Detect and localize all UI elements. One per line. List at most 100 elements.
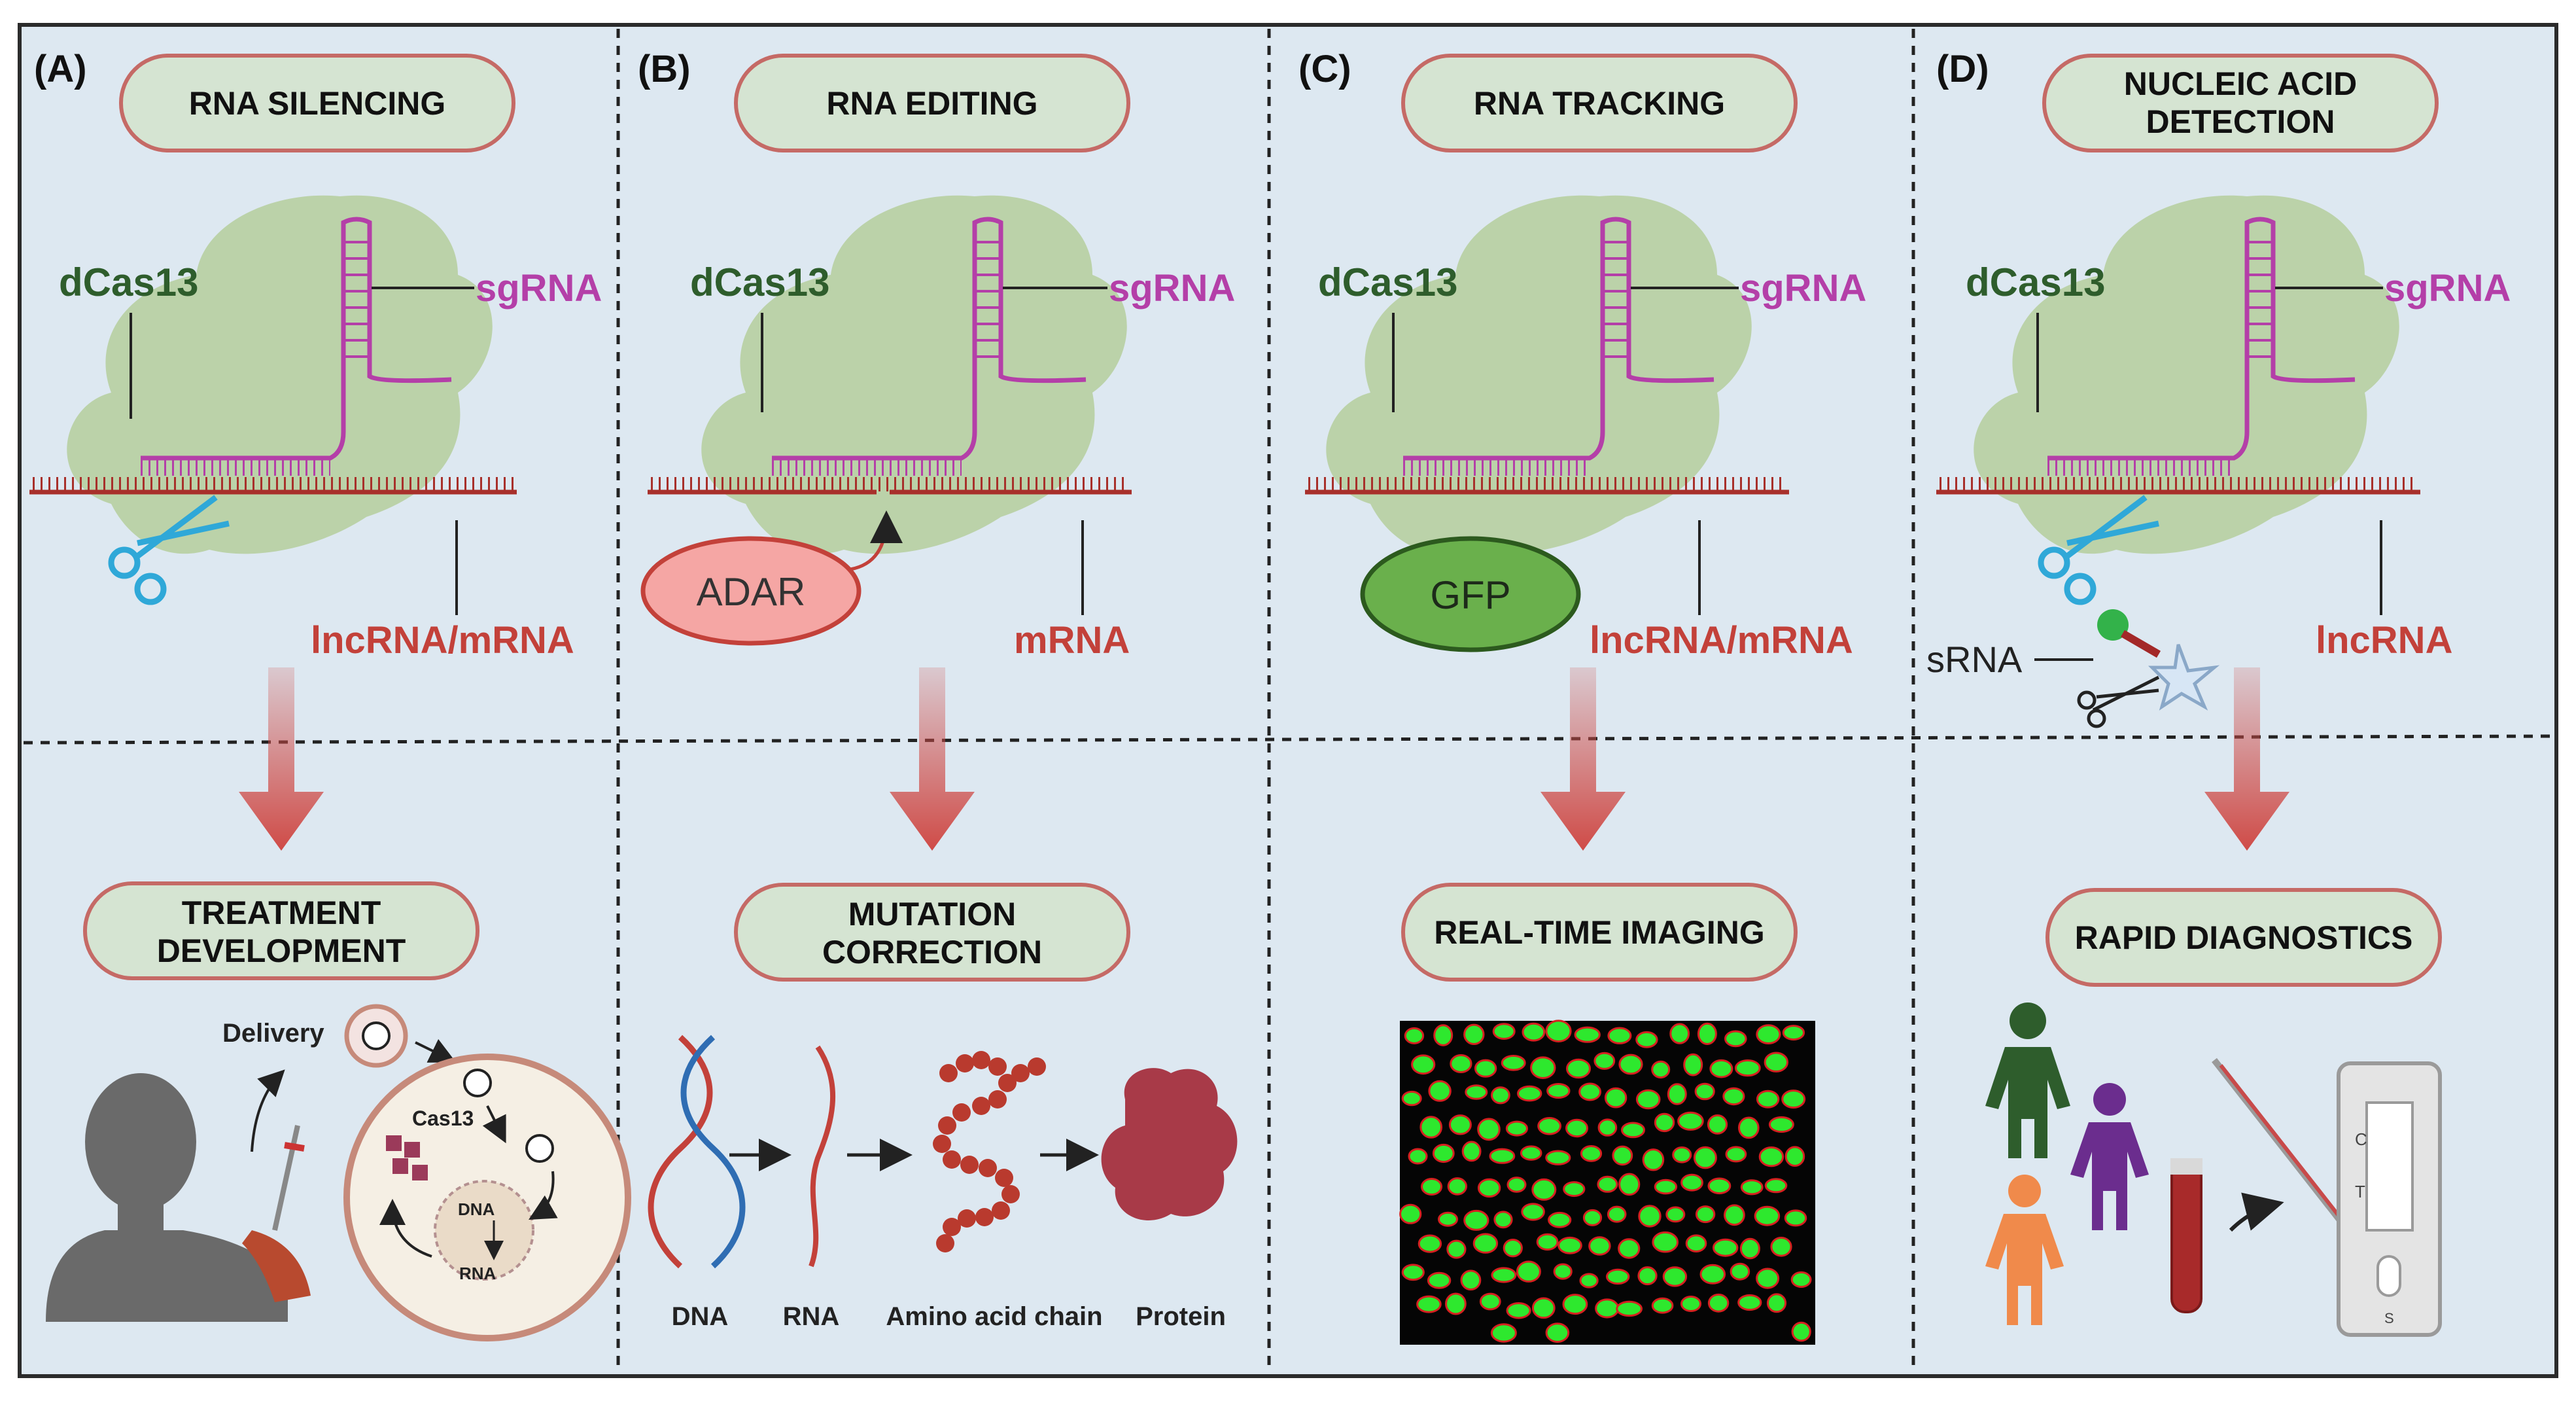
cell-nucleus [1739,1237,1760,1260]
panel-a-big-arrow [239,667,324,851]
panel-d-title-2: DETECTION [2146,103,2335,140]
cell-nucleus [1427,1271,1452,1289]
panel-a-title: RNA SILENCING [189,85,446,122]
cell-nucleus [1477,1118,1501,1141]
panel-a-cell-cas-label: Cas13 [412,1107,474,1130]
cell-nucleus [1493,1211,1513,1229]
cell-nucleus [1579,1273,1599,1288]
panel-c-guide-label: sgRNA [1740,267,1866,310]
cell-nucleus [1545,1322,1570,1343]
cell-nucleus [1545,1020,1572,1042]
panel-c-letter: (C) [1298,48,1351,90]
panel-b-flow-amino: Amino acid chain [886,1302,1102,1331]
panel-d-strip-label-t: T [2355,1182,2365,1201]
cell-nucleus [1463,1209,1489,1231]
panel-c-reporter-label: GFP [1430,573,1510,617]
cell-nucleus [1756,1268,1780,1289]
panel-b-bottom-title-1: MUTATION [848,896,1016,932]
cell-nucleus [1531,1297,1556,1319]
panel-b-dcas13-blob [701,195,1127,554]
panel-c-title: RNA TRACKING [1474,85,1725,122]
panel-d-blood-tube-icon [2170,1158,2202,1313]
cell-nucleus [1768,1116,1794,1133]
cell-nucleus [1505,1120,1528,1137]
panel-a-cell-icon [343,1054,631,1341]
cell-nucleus [1597,1118,1618,1137]
cell-nucleus [1651,1297,1674,1314]
panel-a-person-icon [46,1073,311,1322]
panel-b-flow-dna: DNA [672,1302,729,1331]
panel-b-amino-chain-icon [933,1051,1046,1252]
panel-b-big-arrow [890,667,975,851]
panel-d-strip-label-s: S [2384,1310,2394,1326]
panel-d-sgrna-spacer [2047,380,2250,461]
panel-a-cell-rna-label: RNA [459,1264,496,1283]
cell-nucleus [1621,1122,1645,1139]
panel-c-dcas13-blob [1326,195,1752,554]
panel-b-title: RNA EDITING [826,85,1037,122]
cell-nucleus [1582,1209,1603,1226]
cell-nucleus [1697,1022,1717,1046]
cell-nucleus [1637,1266,1658,1286]
panel-d: (D) NUCLEIC ACID DETECTION dCas13 sgRNA … [1926,48,2511,1337]
panel-c-sgrna-spacer [1403,380,1605,461]
panel-b-flow-rna: RNA [783,1302,840,1331]
cell-nucleus [1764,1052,1789,1073]
cell-nucleus [1790,1271,1812,1288]
cell-nucleus [1595,1298,1620,1319]
cell-nucleus [1428,1080,1452,1102]
cell-nucleus [1404,1027,1425,1044]
panel-a-vesicle-icon [344,1004,408,1068]
panel-d-sgrna [2244,217,2356,383]
cell-nucleus [1433,1024,1453,1046]
panel-d-reporter-icon [2077,609,2220,728]
cell-nucleus [1491,1086,1510,1105]
panel-a-delivery-label: Delivery [222,1019,324,1048]
cell-nucleus [1652,1231,1679,1253]
cell-nucleus [1472,1233,1499,1254]
cell-nucleus [1578,1082,1602,1101]
cell-nucleus [1445,1292,1467,1315]
cell-nucleus [1545,1150,1571,1165]
cell-nucleus [1737,1294,1762,1311]
cell-nucleus [1446,1239,1467,1259]
cell-nucleus [1401,1264,1425,1281]
cell-nucleus [1491,1267,1517,1283]
cell-nucleus [1450,1054,1472,1073]
cell-nucleus [1565,1118,1588,1138]
cell-nucleus [1651,1060,1671,1079]
cell-nucleus [1635,1031,1658,1048]
panel-a-bottom-title-2: DEVELOPMENT [157,932,406,969]
panel-b: (B) RNA EDITING dCas13 sgRNA mRNA ADAR M… [638,48,1238,1331]
cell-nucleus [1672,1146,1692,1163]
cell-nucleus [1588,1236,1611,1256]
cell-nucleus [1607,1027,1632,1044]
panel-b-sgrna-spacer [772,380,977,461]
panel-d-test-strip-icon [2337,1061,2442,1337]
panel-d-letter: (D) [1936,48,1989,90]
cell-nucleus [1416,1295,1442,1313]
cell-nucleus [1479,1292,1501,1311]
panel-b-dna-icon [648,1035,746,1269]
panel-c-bottom-title: REAL-TIME IMAGING [1434,914,1765,951]
cell-nucleus [1432,1143,1455,1163]
panel-b-bottom-pill [734,883,1130,982]
cell-nucleus [1791,1321,1811,1342]
cell-nucleus [1553,1263,1573,1280]
cell-nucleus [1522,1022,1546,1042]
cell-nucleus [1766,1293,1787,1313]
panel-c-bottom-pill [1401,883,1798,982]
cell-nucleus [1638,1205,1662,1228]
panel-d-bottom-pill [2045,888,2442,987]
panel-d-person-purple-icon [2070,1083,2149,1230]
cell-nucleus [1738,1116,1760,1139]
cell-nucleus [1654,1179,1678,1195]
panel-b-bottom-title-2: CORRECTION [822,934,1042,970]
cell-nucleus [1606,1268,1630,1285]
cell-nucleus [1764,1178,1788,1194]
panel-d-bottom-title: RAPID DIAGNOSTICS [2075,919,2413,956]
panel-c-gfp-reporter [1360,536,1581,652]
cell-nucleus [1635,1089,1661,1110]
cell-nucleus [1418,1234,1442,1253]
